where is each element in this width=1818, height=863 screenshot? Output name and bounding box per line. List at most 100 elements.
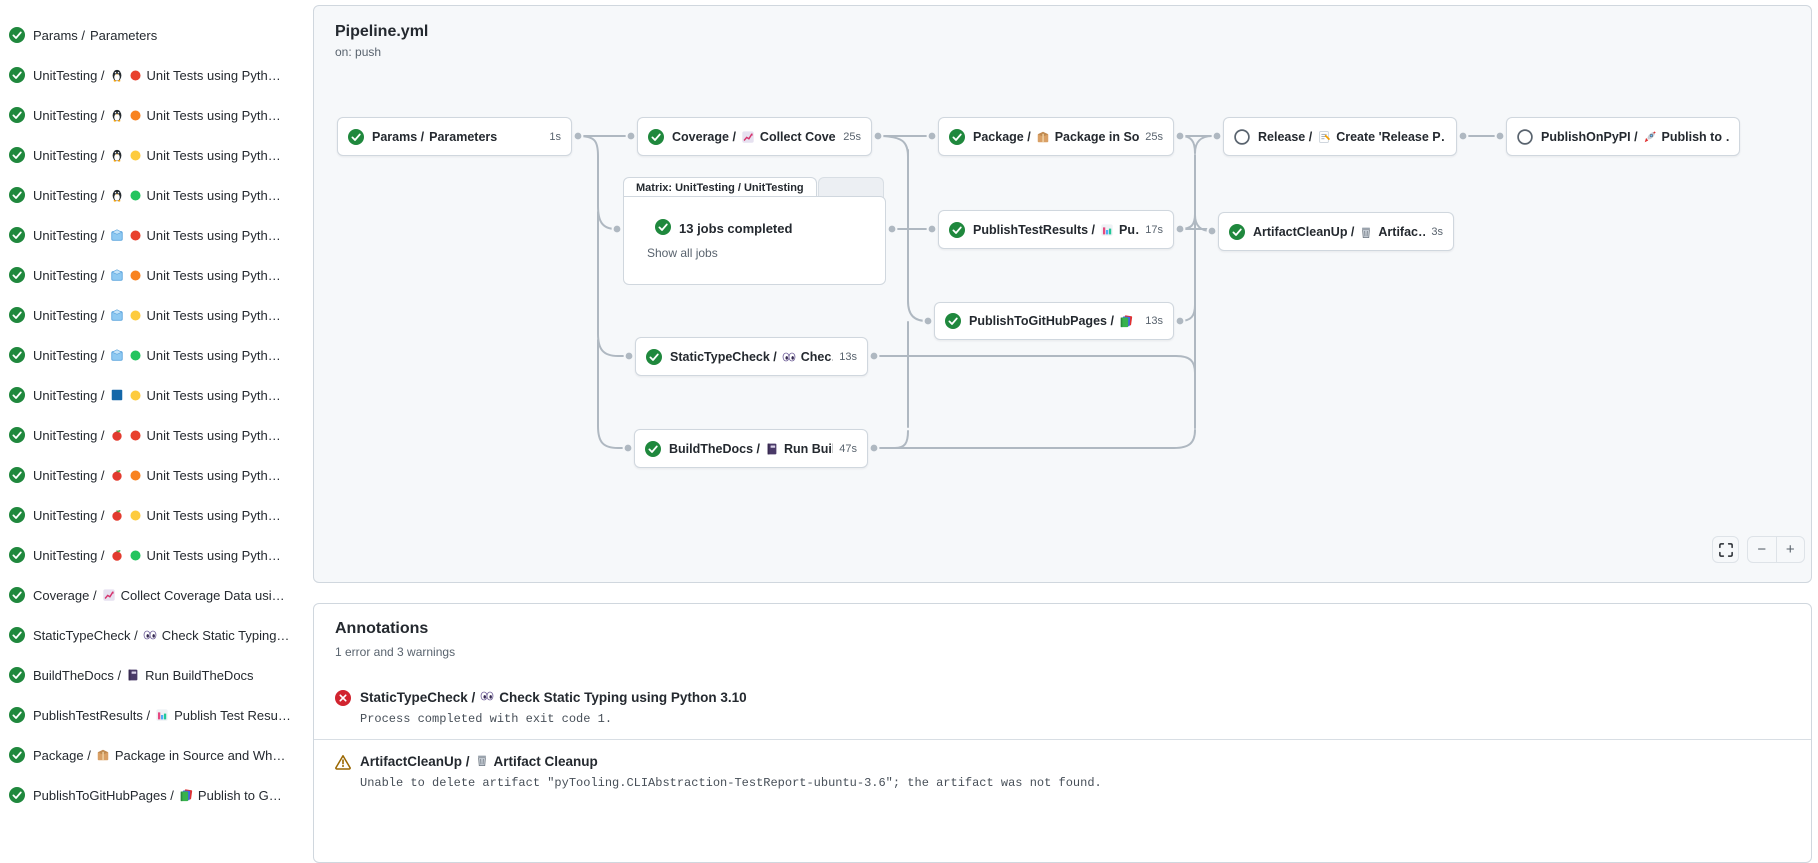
sidebar-job-unittesting-8[interactable]: UnitTesting / Unit Tests using Pyth… bbox=[0, 335, 306, 375]
sidebar-job-label: StaticTypeCheck / Check Static Typing… bbox=[33, 628, 289, 643]
node-duration: 47s bbox=[839, 443, 857, 455]
show-all-jobs-link[interactable]: Show all jobs bbox=[647, 246, 718, 260]
success-icon bbox=[9, 267, 25, 283]
sidebar-job-coverage-14[interactable]: Coverage / Collect Coverage Data usi… bbox=[0, 575, 306, 615]
python-version-dot bbox=[129, 429, 142, 442]
graph-node-release[interactable]: Release / Create 'Release P… bbox=[1223, 117, 1457, 156]
success-icon bbox=[949, 222, 965, 238]
graph-node-coverage[interactable]: Coverage / Collect Cove…25s bbox=[637, 117, 872, 156]
success-icon bbox=[9, 67, 25, 83]
graph-node-publishonpypi[interactable]: PublishOnPyPI / Publish to … bbox=[1506, 117, 1740, 156]
wastebasket-icon bbox=[475, 753, 489, 770]
annotation-title[interactable]: ArtifactCleanUp / Artifact Cleanup bbox=[360, 753, 1102, 770]
success-icon bbox=[9, 427, 25, 443]
sidebar-job-unittesting-4[interactable]: UnitTesting / Unit Tests using Pyth… bbox=[0, 175, 306, 215]
sidebar-job-unittesting-1[interactable]: UnitTesting / Unit Tests using Pyth… bbox=[0, 55, 306, 95]
sidebar-job-unittesting-13[interactable]: UnitTesting / Unit Tests using Pyth… bbox=[0, 535, 306, 575]
node-duration: 1s bbox=[549, 131, 561, 143]
graph-node-package[interactable]: Package / Package in So…25s bbox=[938, 117, 1174, 156]
success-icon bbox=[9, 787, 25, 803]
sidebar-job-statictypecheck-15[interactable]: StaticTypeCheck / Check Static Typing… bbox=[0, 615, 306, 655]
sidebar-job-unittesting-5[interactable]: UnitTesting / Unit Tests using Pyth… bbox=[0, 215, 306, 255]
sidebar-job-unittesting-3[interactable]: UnitTesting / Unit Tests using Pyth… bbox=[0, 135, 306, 175]
chart-increasing-icon bbox=[741, 130, 755, 144]
graph-node-artifactcleanup[interactable]: ArtifactCleanUp / Artifac…3s bbox=[1218, 212, 1454, 251]
penguin-icon bbox=[110, 68, 124, 82]
success-icon bbox=[9, 587, 25, 603]
sidebar-job-label: UnitTesting / Unit Tests using Pyth… bbox=[33, 468, 281, 483]
rocket-icon bbox=[1643, 130, 1657, 144]
sidebar-job-label: UnitTesting / Unit Tests using Pyth… bbox=[33, 388, 281, 403]
node-title: ArtifactCleanUp / Artifac… bbox=[1253, 225, 1425, 239]
python-version-dot bbox=[129, 309, 142, 322]
matrix-tab: Matrix: UnitTesting / UnitTesting bbox=[623, 177, 817, 197]
package-icon bbox=[1036, 130, 1050, 144]
success-icon bbox=[945, 313, 961, 329]
success-icon bbox=[1229, 224, 1245, 240]
sidebar-job-params-0[interactable]: Params / Parameters bbox=[0, 15, 306, 55]
zoom-out-button[interactable]: − bbox=[1748, 537, 1777, 562]
success-icon bbox=[9, 107, 25, 123]
sidebar-job-buildthedocs-16[interactable]: BuildTheDocs / Run BuildTheDocs bbox=[0, 655, 306, 695]
sidebar-job-package-18[interactable]: Package / Package in Source and Wh… bbox=[0, 735, 306, 775]
node-title: PublishTestResults / Pu… bbox=[973, 223, 1139, 237]
graph-node-publishtogithubpages[interactable]: PublishToGitHubPages / …13s bbox=[934, 302, 1174, 340]
ice-icon bbox=[110, 228, 124, 242]
notebook-icon bbox=[126, 668, 140, 682]
annotations-list: StaticTypeCheck / Check Static Typing us… bbox=[314, 676, 1811, 803]
sidebar-job-unittesting-10[interactable]: UnitTesting / Unit Tests using Pyth… bbox=[0, 415, 306, 455]
sidebar-job-label: PublishTestResults / Publish Test Resu… bbox=[33, 708, 291, 723]
success-icon bbox=[9, 347, 25, 363]
annotation-title[interactable]: StaticTypeCheck / Check Static Typing us… bbox=[360, 689, 747, 706]
sidebar-job-label: UnitTesting / Unit Tests using Pyth… bbox=[33, 148, 281, 163]
sidebar-job-unittesting-12[interactable]: UnitTesting / Unit Tests using Pyth… bbox=[0, 495, 306, 535]
annotations-panel: Annotations 1 error and 3 warnings Stati… bbox=[313, 603, 1812, 863]
graph-node-buildthedocs[interactable]: BuildTheDocs / Run Buil…47s bbox=[634, 429, 868, 468]
package-icon bbox=[96, 748, 110, 762]
sidebar-job-unittesting-2[interactable]: UnitTesting / Unit Tests using Pyth… bbox=[0, 95, 306, 135]
workflow-graph-panel: Pipeline.yml on: push bbox=[313, 5, 1812, 583]
python-version-dot bbox=[129, 549, 142, 562]
node-duration: 25s bbox=[1145, 131, 1163, 143]
python-version-dot bbox=[129, 229, 142, 242]
penguin-icon bbox=[110, 108, 124, 122]
sidebar-job-label: UnitTesting / Unit Tests using Pyth… bbox=[33, 428, 281, 443]
sidebar-job-label: PublishToGitHubPages / Publish to G… bbox=[33, 788, 282, 803]
node-title: Coverage / Collect Cove… bbox=[672, 130, 837, 144]
success-icon bbox=[9, 227, 25, 243]
python-version-dot bbox=[129, 189, 142, 202]
sidebar-job-unittesting-7[interactable]: UnitTesting / Unit Tests using Pyth… bbox=[0, 295, 306, 335]
graph-node-statictypecheck[interactable]: StaticTypeCheck / Chec…13s bbox=[635, 337, 868, 376]
sidebar-job-publishtogithubpages-19[interactable]: PublishToGitHubPages / Publish to G… bbox=[0, 775, 306, 815]
node-duration: 13s bbox=[1145, 315, 1163, 327]
sidebar-job-publishtestresults-17[interactable]: PublishTestResults / Publish Test Resu… bbox=[0, 695, 306, 735]
bar-chart-icon bbox=[155, 708, 169, 722]
success-icon bbox=[9, 187, 25, 203]
success-icon bbox=[648, 129, 664, 145]
ice-icon bbox=[110, 348, 124, 362]
sidebar-job-label: Package / Package in Source and Wh… bbox=[33, 748, 285, 763]
annotation-message: Process completed with exit code 1. bbox=[360, 712, 747, 726]
success-icon bbox=[9, 27, 25, 43]
annotations-summary: 1 error and 3 warnings bbox=[335, 645, 455, 659]
success-icon bbox=[9, 507, 25, 523]
sidebar-job-unittesting-6[interactable]: UnitTesting / Unit Tests using Pyth… bbox=[0, 255, 306, 295]
apple-icon bbox=[110, 548, 124, 562]
node-duration: 13s bbox=[839, 351, 857, 363]
success-icon bbox=[9, 467, 25, 483]
matrix-group-node[interactable]: 13 jobs completed Show all jobs bbox=[623, 196, 886, 285]
fullscreen-button[interactable] bbox=[1712, 536, 1739, 563]
memo-icon bbox=[1317, 130, 1331, 144]
chart-increasing-icon bbox=[102, 588, 116, 602]
success-icon bbox=[645, 441, 661, 457]
python-version-dot bbox=[129, 389, 142, 402]
graph-node-publishtestresults[interactable]: PublishTestResults / Pu…17s bbox=[938, 210, 1174, 249]
sidebar-job-label: UnitTesting / Unit Tests using Pyth… bbox=[33, 548, 281, 563]
sidebar-job-unittesting-11[interactable]: UnitTesting / Unit Tests using Pyth… bbox=[0, 455, 306, 495]
python-version-dot bbox=[129, 149, 142, 162]
notebook-icon bbox=[765, 442, 779, 456]
sidebar-job-unittesting-9[interactable]: UnitTesting / Unit Tests using Pyth… bbox=[0, 375, 306, 415]
zoom-in-button[interactable]: + bbox=[1777, 537, 1805, 562]
eyes-icon bbox=[143, 628, 157, 642]
